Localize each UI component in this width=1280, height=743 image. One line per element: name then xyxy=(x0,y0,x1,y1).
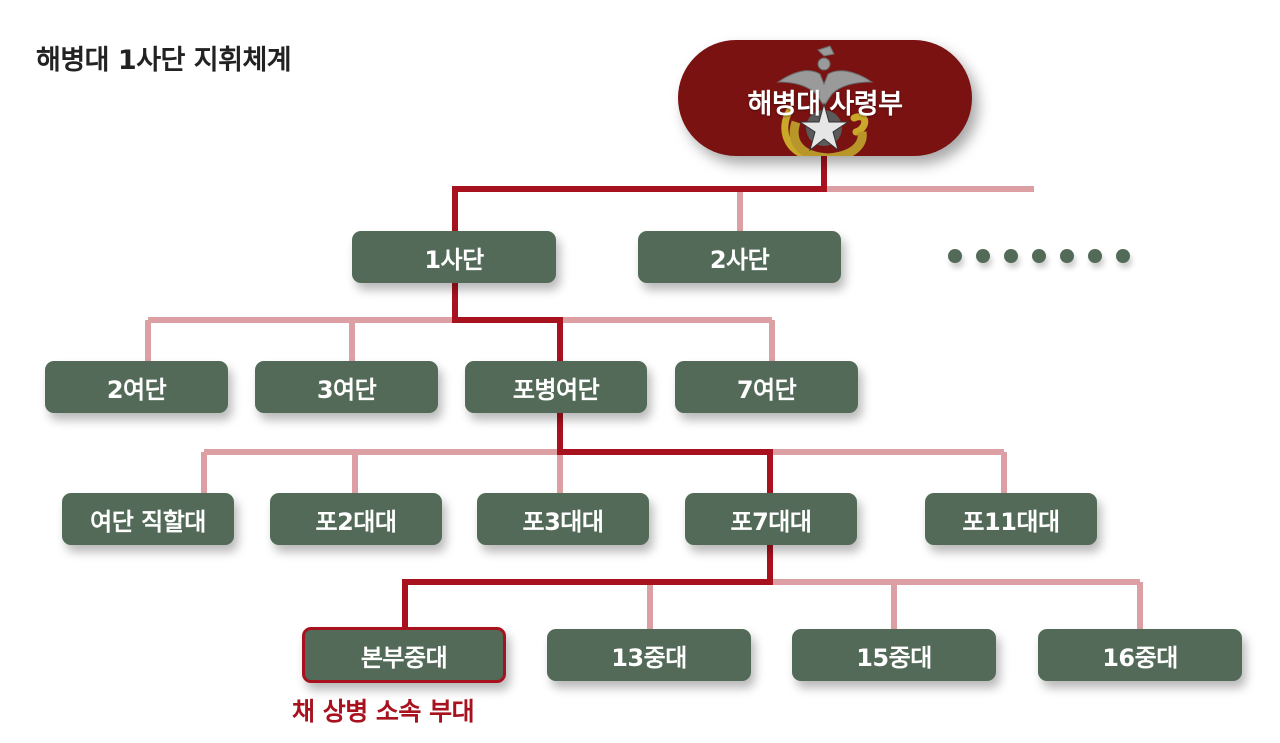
node-label: 16중대 xyxy=(1102,643,1178,672)
node-label: 본부중대 xyxy=(360,643,448,672)
node-label: 1사단 xyxy=(424,245,484,274)
ellipsis-dot xyxy=(1060,249,1074,263)
node-artillery-bn-11[interactable]: 포11대대 xyxy=(925,493,1097,545)
node-label: 7여단 xyxy=(736,375,797,404)
ellipsis-dot xyxy=(1032,249,1046,263)
node-company-16[interactable]: 16중대 xyxy=(1038,629,1242,681)
ellipsis-dot xyxy=(1088,249,1102,263)
hq-label: 해병대 사령부 xyxy=(747,89,903,120)
node-brigade-7[interactable]: 7여단 xyxy=(675,361,858,413)
node-label: 여단 직할대 xyxy=(90,507,206,536)
node-brigade-direct-unit[interactable]: 여단 직할대 xyxy=(62,493,234,545)
node-label: 13중대 xyxy=(611,643,687,672)
hq-node[interactable]: 해병대 사령부 xyxy=(678,40,972,156)
node-hq-company[interactable]: 본부중대 xyxy=(302,627,506,683)
node-label: 포병여단 xyxy=(512,375,600,404)
node-artillery-bn-7[interactable]: 포7대대 xyxy=(685,493,857,545)
node-division-2[interactable]: 2사단 xyxy=(638,231,841,283)
ellipsis-dot xyxy=(948,249,962,263)
node-division-1[interactable]: 1사단 xyxy=(352,231,556,283)
more-divisions-ellipsis xyxy=(948,249,1130,263)
highlight-annotation: 채 상병 소속 부대 xyxy=(292,697,475,726)
node-label: 3여단 xyxy=(316,375,377,404)
ellipsis-dot xyxy=(1116,249,1130,263)
marine-corps-emblem-icon xyxy=(776,45,874,156)
node-label: 포2대대 xyxy=(315,507,397,536)
node-label: 2사단 xyxy=(709,245,770,274)
node-label: 포3대대 xyxy=(522,507,604,536)
node-brigade-3[interactable]: 3여단 xyxy=(255,361,438,413)
node-artillery-bn-3[interactable]: 포3대대 xyxy=(477,493,649,545)
node-label: 15중대 xyxy=(856,643,932,672)
ellipsis-dot xyxy=(1004,249,1018,263)
node-artillery-brigade[interactable]: 포병여단 xyxy=(465,361,647,413)
node-artillery-bn-2[interactable]: 포2대대 xyxy=(270,493,442,545)
node-company-13[interactable]: 13중대 xyxy=(547,629,751,681)
node-brigade-2[interactable]: 2여단 xyxy=(45,361,228,413)
node-label: 포7대대 xyxy=(730,507,812,536)
ellipsis-dot xyxy=(976,249,990,263)
node-company-15[interactable]: 15중대 xyxy=(792,629,996,681)
node-label: 2여단 xyxy=(106,375,167,404)
chart-title: 해병대 1사단 지휘체계 xyxy=(36,45,292,76)
node-label: 포11대대 xyxy=(962,507,1060,536)
